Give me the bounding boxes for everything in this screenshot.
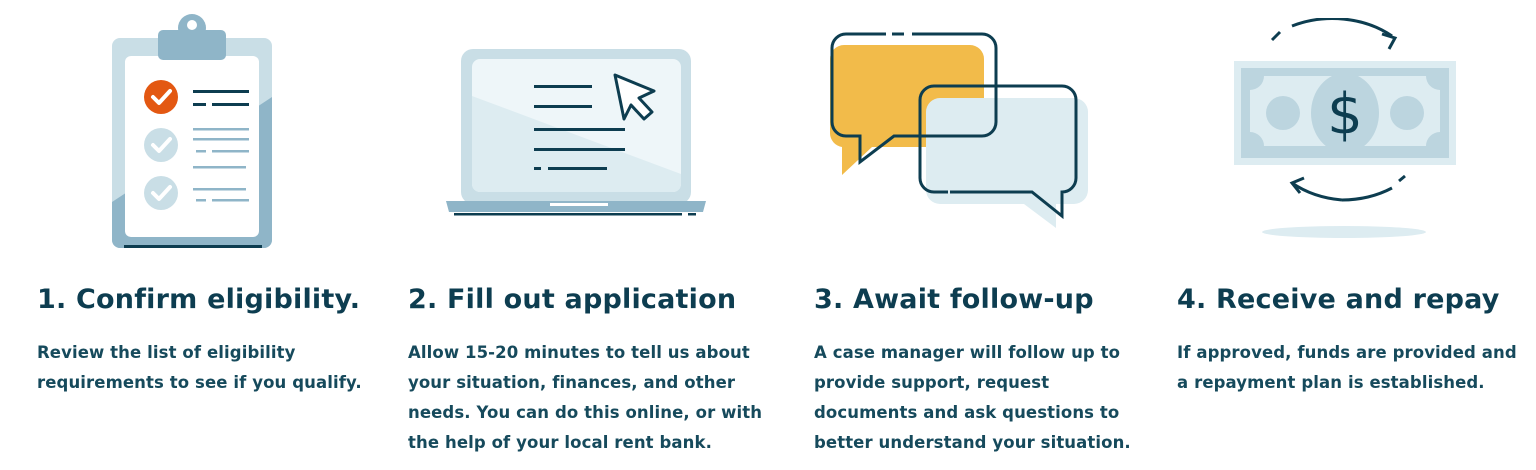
step-2-fill-out-application: 2. Fill out application Allow 15-20 minu… <box>380 0 800 470</box>
description-line: needs. You can do this online, or with <box>408 403 763 422</box>
description-line: a repayment plan is established. <box>1177 373 1485 392</box>
step-description: If approved, funds are provided and a re… <box>1177 338 1517 398</box>
description-line: A case manager will follow up to <box>814 343 1121 362</box>
chat-bubbles-icon <box>829 32 1088 228</box>
description-line: Review the list of eligibility <box>37 343 296 362</box>
clipboard-checklist-icon <box>112 14 272 248</box>
step-3-await-follow-up: 3. Await follow-up A case manager will f… <box>800 0 1170 470</box>
step-4-receive-and-repay: $ 4. Receive and repay If approved, fund… <box>1170 0 1536 470</box>
description-line: the help of your local rent bank. <box>408 433 712 452</box>
step-title: 4. Receive and repay <box>1177 284 1500 315</box>
step-title: 1. Confirm eligibility. <box>37 284 361 315</box>
step-1-confirm-eligibility: 1. Confirm eligibility. Review the list … <box>0 0 380 470</box>
description-line: better understand your situation. <box>814 433 1131 452</box>
description-line: If approved, funds are provided and <box>1177 343 1517 362</box>
description-line: requirements to see if you qualify. <box>37 373 362 392</box>
step-description: Review the list of eligibility requireme… <box>37 338 362 398</box>
description-line: Allow 15-20 minutes to tell us about <box>408 343 750 362</box>
description-line: your situation, finances, and other <box>408 373 736 392</box>
step-title: 2. Fill out application <box>408 284 737 315</box>
svg-text:$: $ <box>1327 82 1363 147</box>
step-title: 3. Await follow-up <box>814 284 1094 315</box>
money-exchange-icon: $ <box>1234 18 1456 238</box>
step-description: A case manager will follow up to provide… <box>814 338 1131 458</box>
description-line: provide support, request <box>814 373 1050 392</box>
description-line: documents and ask questions to <box>814 403 1120 422</box>
laptop-cursor-icon <box>446 49 706 216</box>
step-description: Allow 15-20 minutes to tell us about you… <box>408 338 762 458</box>
